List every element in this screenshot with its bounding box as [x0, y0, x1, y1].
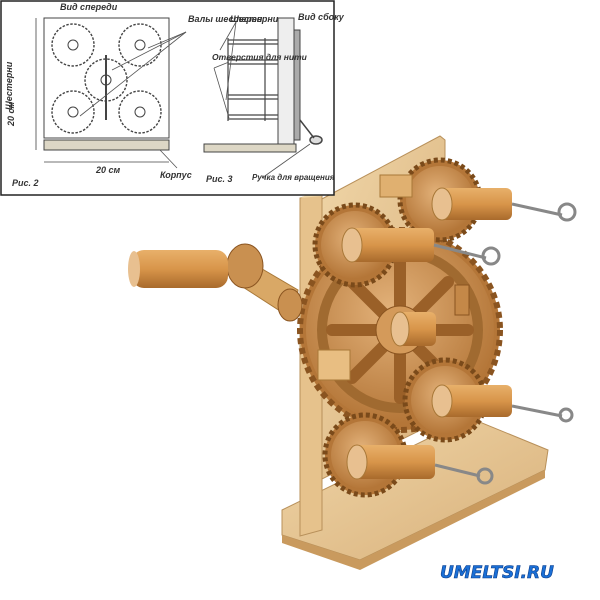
spacer-block-left: [317, 349, 351, 381]
side-view-crank: [299, 119, 323, 145]
side-view-gear-strip: [293, 29, 301, 141]
width-dimension-label: 20 см: [95, 165, 121, 175]
leader-lines: [79, 21, 311, 179]
sketch-inset: Вид спереди Валы шестерен Шестерни Вид с…: [0, 0, 345, 196]
side-view-base: [203, 143, 297, 153]
front-view-base: [43, 139, 170, 151]
fig2-label: Рис. 2: [12, 178, 39, 188]
front-view-label: Вид спереди: [60, 2, 118, 12]
spindle-2: [341, 227, 501, 266]
thread-holes-label: Отверстия для нити: [212, 52, 308, 62]
spacer-block-right: [454, 284, 470, 316]
watermark: UMELTSI.RU: [440, 563, 554, 583]
spacer-block-top: [379, 174, 413, 198]
spindle-1: [431, 187, 577, 222]
spindle-center: [390, 311, 436, 347]
spindle-4: [346, 444, 494, 485]
spinning-machine-model: [128, 135, 577, 570]
gear-shafts-label: Валы шестерен: [188, 14, 263, 24]
gears-vertical-label: Шестерни: [4, 61, 14, 110]
side-view-label: Вид сбоку: [298, 12, 345, 22]
side-view-shafts: [227, 38, 278, 121]
gears-label: Шестерни: [230, 14, 279, 24]
crank-label: Ручка для вращения: [252, 173, 335, 182]
front-view-frame: [43, 17, 170, 139]
spindle-3: [431, 384, 574, 423]
side-view-panel: [277, 17, 295, 147]
fig3-label: Рис. 3: [206, 174, 233, 184]
body-label: Корпус: [160, 170, 192, 180]
height-dimension-label: 20 см: [6, 101, 16, 127]
crank-handle: [128, 243, 303, 322]
